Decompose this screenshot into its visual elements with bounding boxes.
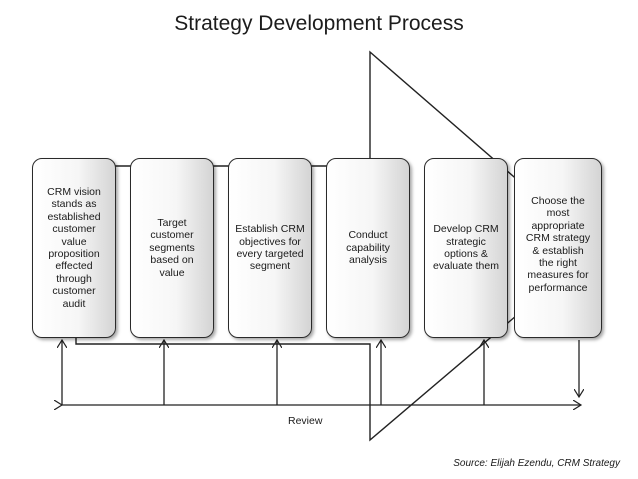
- step-box-crm-vision: CRM vision stands as established custome…: [32, 158, 116, 338]
- step-box-choose-strategy: Choose the most appropriate CRM strategy…: [514, 158, 602, 338]
- step-box-capability-analysis: Conduct capability analysis: [326, 158, 410, 338]
- page-title: Strategy Development Process: [174, 12, 464, 35]
- step-label: Target customer segments based on value: [149, 216, 195, 279]
- step-label: Establish CRM objectives for every targe…: [235, 223, 305, 273]
- step-box-target-segments: Target customer segments based on value: [130, 158, 214, 338]
- step-label: Choose the most appropriate CRM strategy…: [525, 195, 591, 294]
- review-label: Review: [288, 415, 323, 427]
- step-label: Develop CRM strategic options & evaluate…: [433, 223, 499, 273]
- step-label: Conduct capability analysis: [346, 229, 390, 267]
- step-box-strategic-options: Develop CRM strategic options & evaluate…: [424, 158, 508, 338]
- source-citation: Source: Elijah Ezendu, CRM Strategy: [453, 458, 620, 469]
- step-label: CRM vision stands as established custome…: [47, 185, 101, 310]
- step-box-crm-objectives: Establish CRM objectives for every targe…: [228, 158, 312, 338]
